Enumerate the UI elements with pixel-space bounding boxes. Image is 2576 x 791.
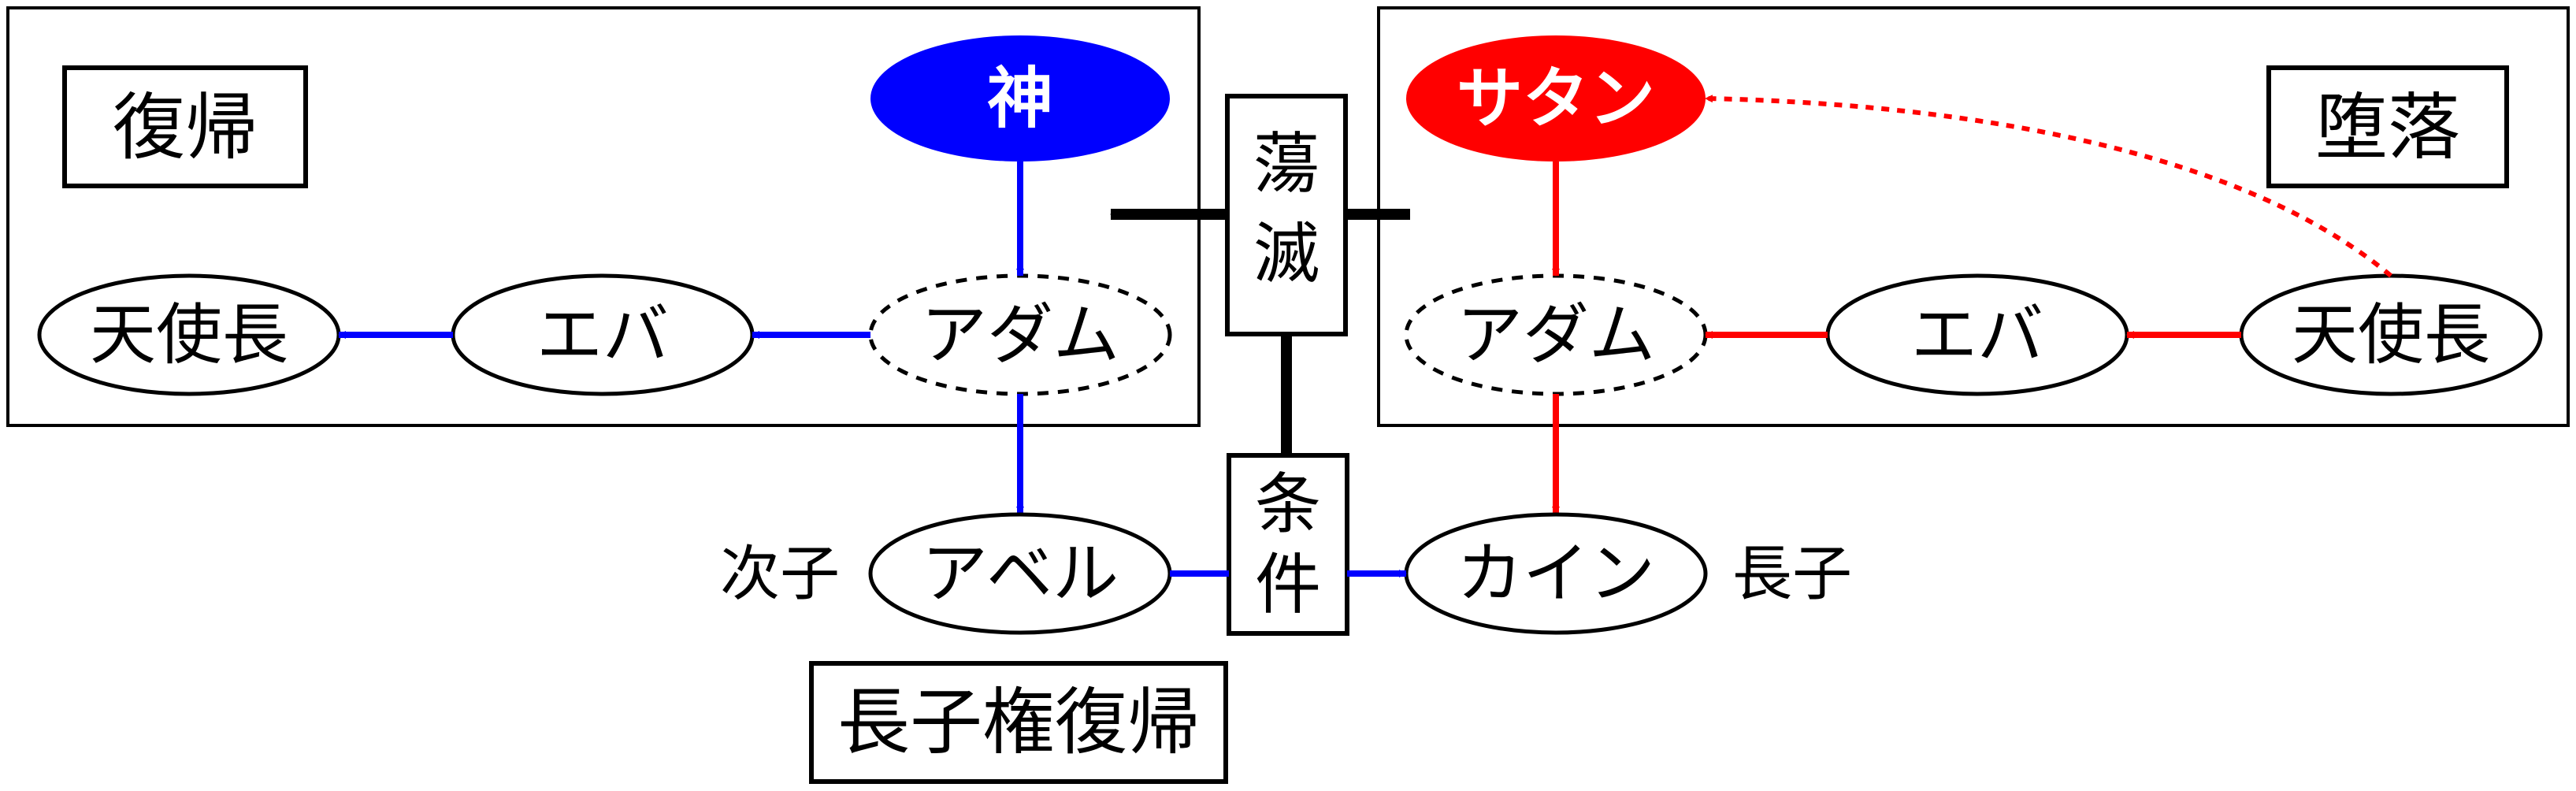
cain-label: カイン [1457, 535, 1655, 612]
right-archangel-label: 天使長 [2292, 296, 2490, 373]
satan-node [1406, 35, 1706, 162]
god-label: 神 [987, 60, 1053, 137]
right-eve-label: エバ [1911, 296, 2043, 373]
arrow-archangel-to-satan-dotted [1705, 95, 2392, 278]
abel-role-label: 次子 [720, 539, 840, 609]
fall-label-box [2266, 65, 2509, 188]
condition-box [1227, 453, 1349, 636]
left-archangel-label: 天使長 [90, 296, 288, 373]
cain-role-label: 長子 [1732, 539, 1852, 609]
left-eve-label: エバ [536, 296, 669, 373]
destruction-label-line1: 蕩 [1253, 125, 1320, 202]
left-adam-label: アダム [921, 296, 1119, 373]
abel-label: アベル [922, 535, 1119, 612]
restoration-label-box [62, 65, 308, 188]
god-node [870, 35, 1170, 162]
destruction-label-line2: 滅 [1253, 215, 1320, 292]
fall-label: 堕落 [2315, 86, 2460, 170]
condition-label-line1: 条 [1255, 466, 1321, 543]
birthright-restoration-box [809, 661, 1228, 784]
restoration-label: 復帰 [113, 86, 258, 170]
right-adam-label: アダム [1457, 296, 1655, 373]
birthright-restoration-label: 長子権復帰 [837, 681, 1200, 765]
condition-label-line2: 件 [1255, 546, 1321, 623]
satan-label: サタン [1457, 60, 1655, 137]
